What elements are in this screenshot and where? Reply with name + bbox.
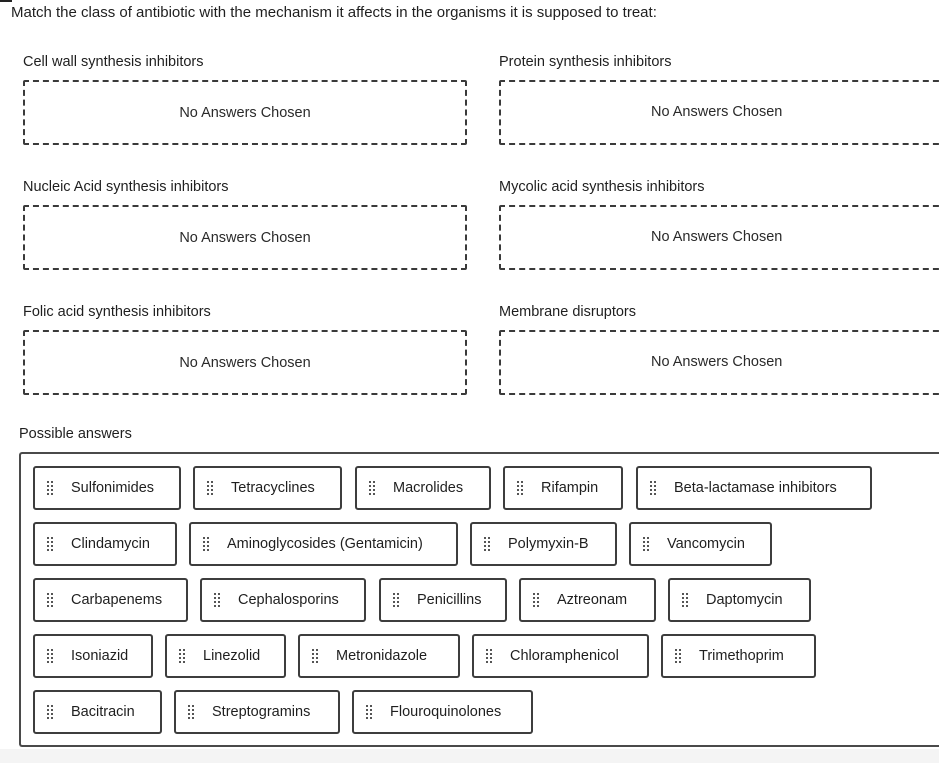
answer-chip[interactable]: Beta-lactamase inhibitors (636, 466, 872, 510)
drag-handle-icon[interactable] (675, 649, 681, 663)
answer-chip-label: Linezolid (203, 648, 261, 664)
answer-chip[interactable]: Vancomycin (629, 522, 772, 566)
answer-chip-label: Cephalosporins (238, 592, 339, 608)
answer-chip-label: Carbapenems (71, 592, 163, 608)
answer-chip[interactable]: Trimethoprim (661, 634, 816, 678)
drag-handle-icon[interactable] (203, 537, 209, 551)
drag-handle-icon[interactable] (484, 537, 490, 551)
drag-handle-icon[interactable] (366, 705, 372, 719)
answer-chip[interactable]: Cephalosporins (200, 578, 366, 622)
answer-chip-label: Trimethoprim (699, 648, 784, 664)
answer-chip[interactable]: Linezolid (165, 634, 286, 678)
bottom-strip (0, 749, 939, 763)
question-text: Match the class of antibiotic with the m… (11, 4, 657, 21)
dropzone-membrane[interactable]: No Answers Chosen (499, 330, 939, 395)
dropzone-mycolic-acid[interactable]: No Answers Chosen (499, 205, 939, 270)
possible-answers-label: Possible answers (19, 426, 132, 442)
drag-handle-icon[interactable] (47, 705, 53, 719)
dropzone-folic-acid[interactable]: No Answers Chosen (23, 330, 467, 395)
drag-handle-icon[interactable] (650, 481, 656, 495)
drag-handle-icon[interactable] (188, 705, 194, 719)
drag-handle-icon[interactable] (486, 649, 492, 663)
dropzone-protein[interactable]: No Answers Chosen (499, 80, 939, 145)
answer-chip-label: Daptomycin (706, 592, 783, 608)
answer-chip[interactable]: Streptogramins (174, 690, 340, 734)
answer-chip[interactable]: Bacitracin (33, 690, 162, 734)
zone-label-folic-acid: Folic acid synthesis inhibitors (23, 304, 211, 320)
answer-chip-label: Polymyxin-B (508, 536, 589, 552)
answer-chip-label: Flouroquinolones (390, 704, 502, 720)
dropzone-cell-wall[interactable]: No Answers Chosen (23, 80, 467, 145)
answer-chip[interactable]: Aztreonam (519, 578, 656, 622)
drag-handle-icon[interactable] (207, 481, 213, 495)
answer-chip-label: Clindamycin (71, 536, 150, 552)
dropzone-placeholder: No Answers Chosen (179, 104, 311, 121)
answer-chip-label: Streptogramins (212, 704, 311, 720)
drag-handle-icon[interactable] (682, 593, 688, 607)
drag-handle-icon[interactable] (393, 593, 399, 607)
dropzone-placeholder: No Answers Chosen (651, 229, 783, 245)
drag-handle-icon[interactable] (47, 537, 53, 551)
answer-chip-label: Aztreonam (557, 592, 628, 608)
possible-answers-container (19, 452, 939, 747)
answer-chip[interactable]: Carbapenems (33, 578, 188, 622)
answer-chip-label: Penicillins (417, 592, 482, 608)
answer-chip[interactable]: Macrolides (355, 466, 491, 510)
dropzone-placeholder: No Answers Chosen (651, 354, 783, 370)
dropzone-nucleic-acid[interactable]: No Answers Chosen (23, 205, 467, 270)
answer-chip-label: Beta-lactamase inhibitors (674, 480, 837, 496)
answer-chip[interactable]: Isoniazid (33, 634, 153, 678)
answer-chip-label: Bacitracin (71, 704, 135, 720)
answer-chip-label: Metronidazole (336, 648, 428, 664)
answer-chip[interactable]: Tetracyclines (193, 466, 342, 510)
answer-chip[interactable]: Aminoglycosides (Gentamicin) (189, 522, 458, 566)
dropzone-placeholder: No Answers Chosen (179, 354, 311, 371)
drag-handle-icon[interactable] (47, 593, 53, 607)
answer-chip[interactable]: Metronidazole (298, 634, 460, 678)
answer-chip-label: Rifampin (541, 480, 599, 496)
answer-chip[interactable]: Chloramphenicol (472, 634, 649, 678)
drag-handle-icon[interactable] (179, 649, 185, 663)
answer-chip[interactable]: Penicillins (379, 578, 507, 622)
corner-mark (0, 0, 12, 2)
answer-chip-label: Chloramphenicol (510, 648, 619, 664)
drag-handle-icon[interactable] (369, 481, 375, 495)
answer-chip-label: Isoniazid (71, 648, 129, 664)
answer-chip-label: Vancomycin (667, 536, 745, 552)
zone-label-membrane: Membrane disruptors (499, 304, 636, 320)
drag-handle-icon[interactable] (517, 481, 523, 495)
zone-label-protein: Protein synthesis inhibitors (499, 54, 672, 70)
answer-chip[interactable]: Sulfonimides (33, 466, 181, 510)
zone-label-cell-wall: Cell wall synthesis inhibitors (23, 54, 204, 70)
drag-handle-icon[interactable] (533, 593, 539, 607)
zone-label-mycolic-acid: Mycolic acid synthesis inhibitors (499, 179, 705, 195)
answer-chip-label: Aminoglycosides (Gentamicin) (227, 536, 423, 552)
answer-chip-label: Sulfonimides (71, 480, 155, 496)
answer-chip[interactable]: Rifampin (503, 466, 623, 510)
drag-handle-icon[interactable] (47, 481, 53, 495)
zone-label-nucleic-acid: Nucleic Acid synthesis inhibitors (23, 179, 229, 195)
drag-handle-icon[interactable] (312, 649, 318, 663)
answer-chip[interactable]: Daptomycin (668, 578, 811, 622)
drag-handle-icon[interactable] (47, 649, 53, 663)
drag-handle-icon[interactable] (643, 537, 649, 551)
answer-chip-label: Macrolides (393, 480, 464, 496)
answer-chip-label: Tetracyclines (231, 480, 315, 496)
dropzone-placeholder: No Answers Chosen (179, 229, 311, 246)
dropzone-placeholder: No Answers Chosen (651, 104, 783, 120)
answer-chip[interactable]: Polymyxin-B (470, 522, 617, 566)
drag-handle-icon[interactable] (214, 593, 220, 607)
answer-chip[interactable]: Clindamycin (33, 522, 177, 566)
answer-chip[interactable]: Flouroquinolones (352, 690, 533, 734)
